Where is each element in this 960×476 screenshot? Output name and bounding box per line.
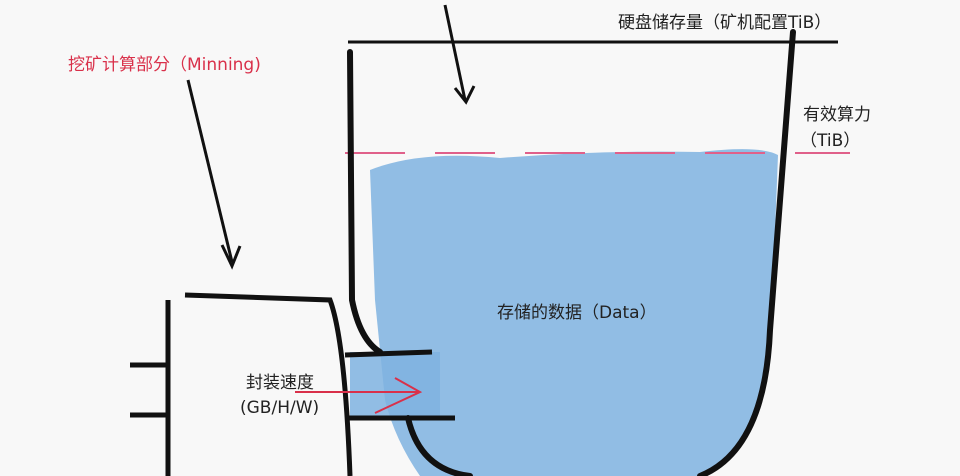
miner-box (130, 292, 353, 476)
sealing-speed-unit: (GB/H/W) (240, 398, 320, 418)
pipe-outline (344, 349, 455, 421)
storage-capacity-label: 硬盘储存量（矿机配置TiB） (618, 13, 832, 33)
pipe-fill (350, 352, 440, 418)
mining-arrow (186, 79, 242, 270)
effective-power-label: 有效算力 (803, 105, 871, 125)
sealing-arrow (295, 377, 423, 414)
effective-power-unit: （TiB） (800, 131, 861, 151)
container-outline (347, 29, 796, 476)
stored-data-label: 存储的数据（Data） (497, 303, 657, 323)
mining-part-label: 挖矿计算部分（Minning) (68, 55, 261, 75)
stored-data-fill (370, 149, 778, 476)
sealing-speed-label: 封装速度 (246, 373, 314, 393)
data-arrow (443, 4, 476, 105)
